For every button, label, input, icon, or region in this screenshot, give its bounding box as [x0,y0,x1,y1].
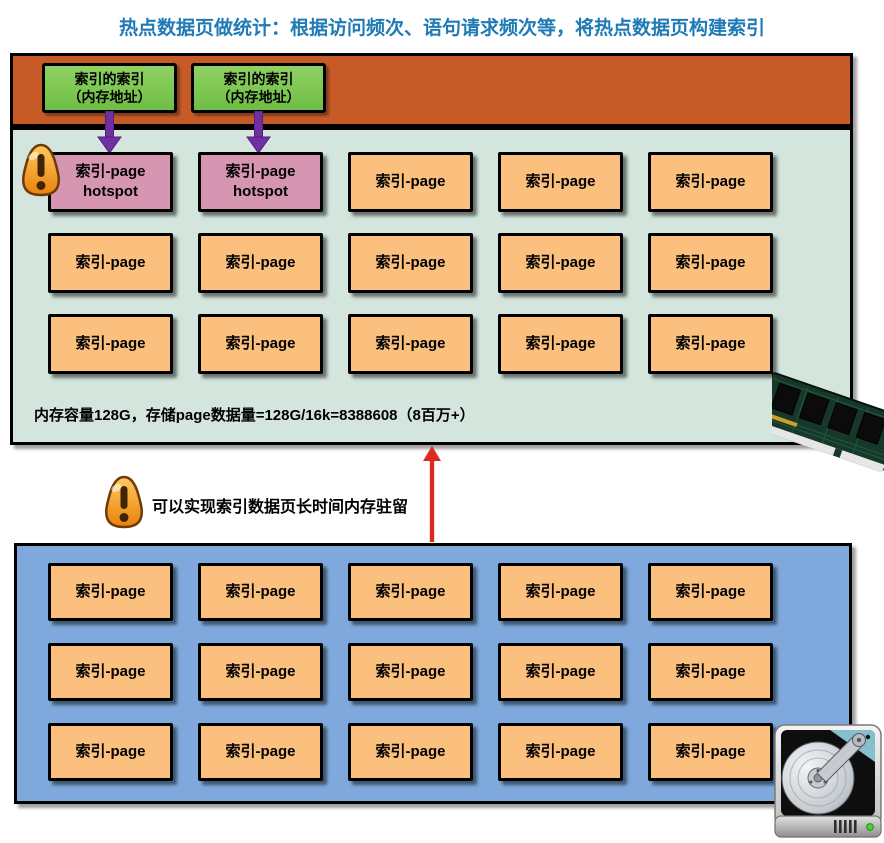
index-page-box: 索引-page [498,314,623,374]
page-box-label: 索引-page [225,582,296,600]
warning-icon [104,475,144,529]
page-box-label: 索引-page [225,334,296,352]
purple-down-arrow-icon [97,111,122,154]
index-page-box: 索引-page [648,233,773,293]
index-pointer-label-line2: （内存地址） [216,89,301,105]
page-box-label: 索引-page [675,172,746,190]
index-page-box: 索引-page [348,643,473,701]
page-box-label: 索引-page [375,172,446,190]
page-box-label: 索引-page [525,662,596,680]
page-box-label: 索引-page [675,334,746,352]
index-page-box: 索引-page [648,563,773,621]
index-pointer-label-line1: 索引的索引 [74,70,145,87]
index-page-box: 索引-page [198,563,323,621]
index-pointer-label-line2: （内存地址） [67,89,152,105]
page-box-label: 索引-page [675,582,746,600]
page-box-label: 索引-page [375,742,446,760]
page-box-label: 索引-page [525,582,596,600]
index-page-box: 索引-page [198,643,323,701]
index-page-box: 索引-page [648,314,773,374]
index-page-box: 索引-page [348,233,473,293]
page-box-label: 索引-page [75,662,146,680]
purple-down-arrow-icon [246,111,271,154]
page-box-label: 索引-page [375,253,446,271]
index-page-box: 索引-page [498,563,623,621]
page-box-label: 索引-page [525,742,596,760]
hotspot-page-box: 索引-page hotspot [198,152,323,212]
index-pointer-box: 索引的索引 （内存地址） [42,63,177,113]
index-page-box: 索引-page [48,233,173,293]
index-page-box: 索引-page [198,723,323,781]
disk-page-grid: 索引-page 索引-page 索引-page 索引-page 索引-page 索引-pa… [48,563,773,781]
index-page-box: 索引-page [348,723,473,781]
index-pointer-label-line1: 索引的索引 [223,70,294,87]
page-box-label: 索引-page [225,253,296,271]
index-page-box: 索引-page [48,314,173,374]
warning-icon [21,143,61,197]
index-page-box: 索引-page [48,723,173,781]
page-box-label: 索引-page [75,253,146,271]
index-page-box: 索引-page [648,723,773,781]
index-pointer-box: 索引的索引 （内存地址） [191,63,326,113]
page-box-label: 索引-page [675,742,746,760]
index-page-box: 索引-page [498,723,623,781]
hotspot-page-box: 索引-page hotspot [48,152,173,212]
page-box-label: 索引-page [75,334,146,352]
diagram-title: 热点数据页做统计：根据访问频次、语句请求频次等，将热点数据页构建索引 [118,18,765,39]
memory-capacity-note: 内存容量128G，存储page数据量=128G/16k=8388608（8百万+… [34,407,475,424]
index-page-box: 索引-page [648,152,773,212]
index-page-box: 索引-page [348,152,473,212]
page-box-label: 索引-page [675,662,746,680]
page-box-label: 索引-page [225,162,296,180]
page-box-label: 索引-page [375,334,446,352]
page-box-label: 索引-page [75,162,146,180]
index-page-box: 索引-page [348,563,473,621]
index-page-box: 索引-page [48,563,173,621]
page-box-label: 索引-page [375,662,446,680]
page-box-label: 索引-page [75,742,146,760]
index-page-box: 索引-page [198,233,323,293]
page-box-label: 索引-page [675,253,746,271]
index-page-box: 索引-page [648,643,773,701]
index-page-box: 索引-page [48,643,173,701]
hard-disk-icon [774,724,882,838]
page-box-label: hotspot [83,183,138,200]
index-page-box: 索引-page [498,233,623,293]
index-page-box: 索引-page [498,643,623,701]
index-page-box: 索引-page [198,314,323,374]
page-box-label: 索引-page [525,253,596,271]
page-box-label: 索引-page [525,334,596,352]
memory-residency-note: 可以实现索引数据页长时间内存驻留 [152,499,409,516]
page-box-label: 索引-page [225,662,296,680]
index-page-box: 索引-page [348,314,473,374]
page-box-label: 索引-page [525,172,596,190]
index-page-box: 索引-page [498,152,623,212]
page-box-label: 索引-page [75,582,146,600]
red-up-arrow-icon [423,446,441,542]
page-box-label: hotspot [233,183,288,200]
page-box-label: 索引-page [225,742,296,760]
ram-module-icon [772,372,884,473]
page-box-label: 索引-page [375,582,446,600]
